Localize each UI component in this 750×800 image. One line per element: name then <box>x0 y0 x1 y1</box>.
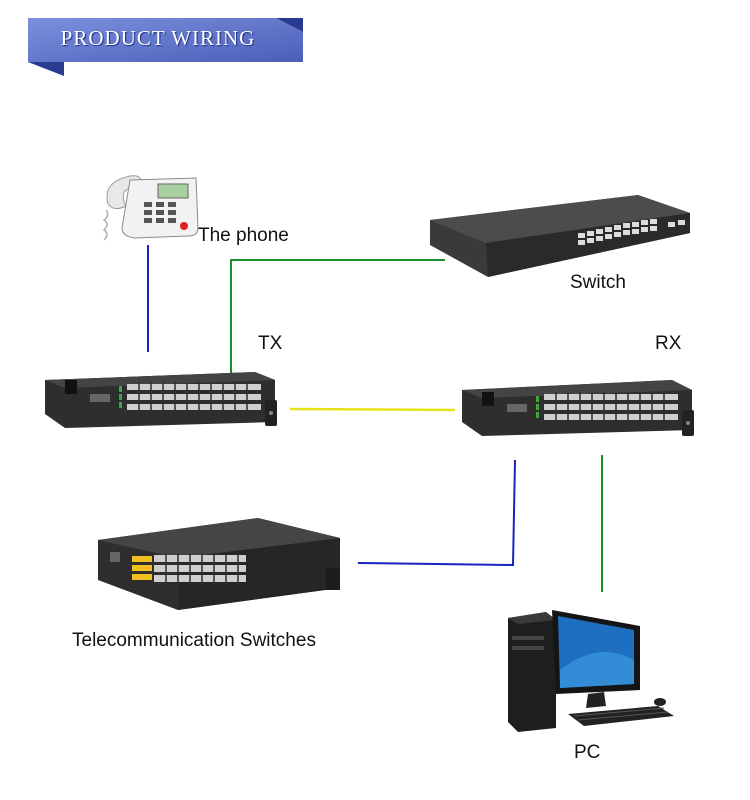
banner-title: PRODUCT WIRING <box>60 26 256 50</box>
telecom-switch-icon <box>98 518 343 615</box>
label-rx: RX <box>655 333 682 354</box>
wire-tx-to-rx <box>289 407 456 412</box>
rx-unit-icon <box>462 380 702 445</box>
tx-unit-icon <box>45 372 285 437</box>
label-phone: The phone <box>198 225 289 246</box>
label-pc: PC <box>574 742 601 763</box>
banner-shape <box>28 18 303 76</box>
wire-rx-to-telecom <box>357 459 516 567</box>
pc-icon <box>508 610 678 740</box>
label-switch: Switch <box>570 272 626 293</box>
label-tx: TX <box>258 333 283 354</box>
wire-tx-to-switch <box>230 259 445 385</box>
switch-icon <box>428 195 698 290</box>
telephone-icon <box>100 170 200 250</box>
label-telecom: Telecommunication Switches <box>72 630 316 651</box>
banner: PRODUCT WIRING <box>28 18 303 76</box>
